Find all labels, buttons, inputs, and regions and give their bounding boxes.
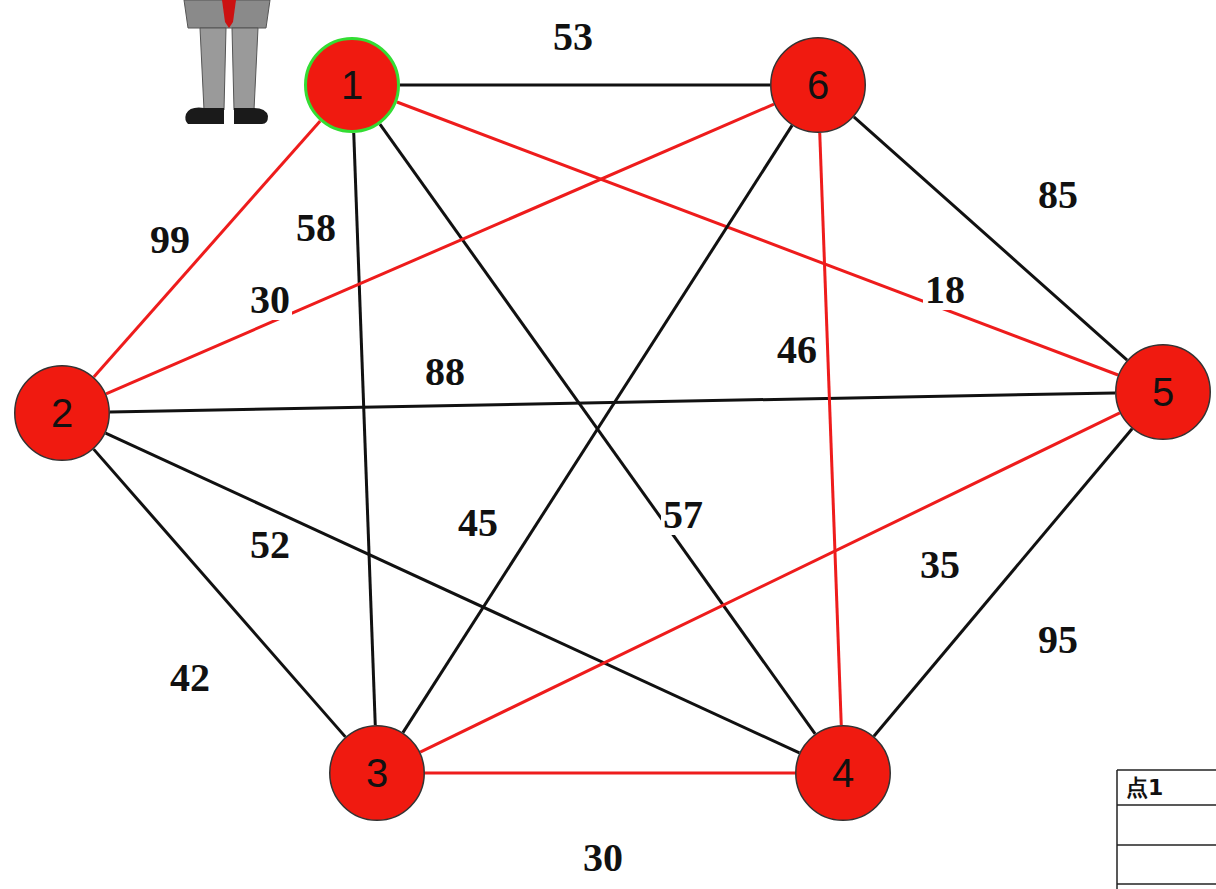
edge-line bbox=[820, 133, 842, 725]
person-figure bbox=[184, 0, 270, 124]
edge-weight: 30 bbox=[581, 838, 625, 878]
edge-weight: 58 bbox=[294, 208, 338, 248]
edge-line bbox=[874, 429, 1132, 736]
weight-holder: 52 bbox=[248, 525, 292, 565]
weight-holder: 53 bbox=[551, 17, 595, 57]
edge-line bbox=[110, 393, 1115, 412]
edge-weight: 46 bbox=[775, 330, 819, 370]
edge-line bbox=[106, 104, 774, 394]
weight-holder: 57 bbox=[661, 495, 705, 535]
vertex-number: 5 bbox=[1152, 372, 1174, 412]
edge-line bbox=[94, 121, 320, 377]
weight-holder: 18 bbox=[923, 270, 967, 310]
edge-weight: 85 bbox=[1036, 175, 1080, 215]
edge-weight: 18 bbox=[923, 270, 967, 310]
edge-line bbox=[397, 102, 1118, 375]
edge-line bbox=[425, 772, 795, 775]
edge-line bbox=[380, 124, 815, 734]
edge-weight: 88 bbox=[423, 352, 467, 392]
table-cell: 点1 bbox=[1126, 775, 1163, 800]
weight-holder: 58 bbox=[294, 208, 338, 248]
edge-line bbox=[94, 449, 346, 737]
vertex-number: 2 bbox=[51, 393, 73, 433]
circle-shape bbox=[330, 726, 425, 821]
weight-holder: 30 bbox=[581, 838, 625, 878]
vertex-number: 1 bbox=[341, 65, 363, 105]
weight-holder: 95 bbox=[1036, 620, 1080, 660]
edge-line bbox=[400, 84, 770, 87]
edge-line bbox=[403, 125, 792, 732]
circle-shape bbox=[771, 38, 866, 133]
table-grid bbox=[1117, 770, 1216, 889]
vertex-circle: 2 bbox=[14, 365, 110, 461]
vertex-number: 3 bbox=[366, 753, 388, 793]
weight-holder: 85 bbox=[1036, 175, 1080, 215]
weight-holder: 30 bbox=[248, 280, 292, 320]
vertex-number: 4 bbox=[832, 753, 854, 793]
edge-weight: 35 bbox=[918, 545, 962, 585]
vertex-circle: 6 bbox=[770, 37, 866, 133]
circle-shape bbox=[796, 726, 891, 821]
vertex-circle: 1 bbox=[304, 37, 400, 133]
edge-line bbox=[106, 433, 800, 753]
edge-weight: 52 bbox=[248, 525, 292, 565]
edge-weight: 99 bbox=[148, 220, 192, 260]
edge-weight: 53 bbox=[551, 17, 595, 57]
circle-shape bbox=[15, 366, 110, 461]
edge-weight: 95 bbox=[1036, 620, 1080, 660]
edge-weight: 45 bbox=[456, 503, 500, 543]
weight-holder: 46 bbox=[775, 330, 819, 370]
weight-holder: 35 bbox=[918, 545, 962, 585]
weight-holder: 45 bbox=[456, 503, 500, 543]
vertex-circle: 4 bbox=[795, 725, 891, 821]
vertex-circle: 5 bbox=[1115, 344, 1211, 440]
edge-weight: 42 bbox=[168, 658, 212, 698]
edge-weight: 30 bbox=[248, 280, 292, 320]
table-cell-holder: 点1 bbox=[1126, 777, 1163, 799]
weight-holder: 88 bbox=[423, 352, 467, 392]
edge-line bbox=[354, 133, 376, 725]
edge-weight: 57 bbox=[661, 495, 705, 535]
edge-line bbox=[854, 117, 1127, 360]
vertex-number: 6 bbox=[807, 65, 829, 105]
circle-shape bbox=[306, 39, 399, 132]
circle-shape bbox=[1116, 345, 1211, 440]
weight-holder: 99 bbox=[148, 220, 192, 260]
weight-holder: 42 bbox=[168, 658, 212, 698]
edge-line bbox=[420, 413, 1120, 752]
vertex-circle: 3 bbox=[329, 725, 425, 821]
